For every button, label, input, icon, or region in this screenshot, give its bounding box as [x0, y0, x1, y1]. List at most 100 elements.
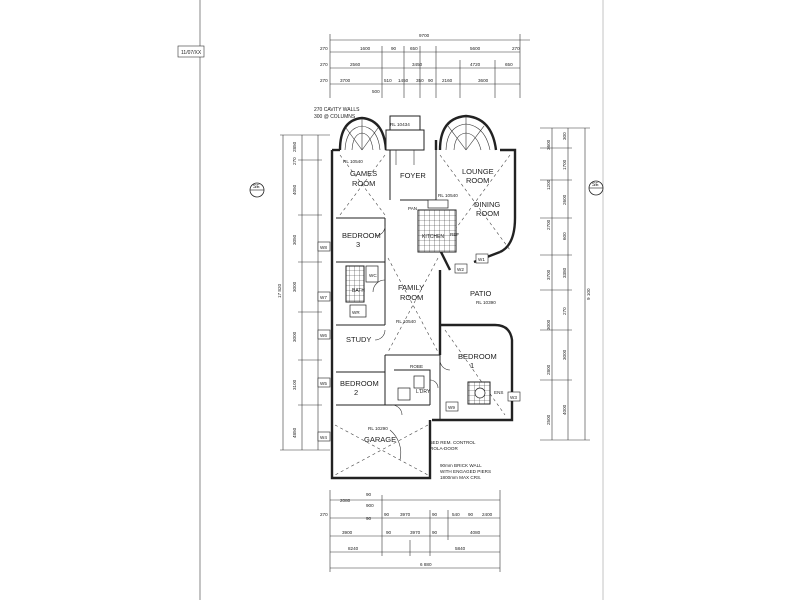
room-lounge-2: ROOM: [466, 176, 489, 185]
svg-text:500: 500: [372, 89, 380, 94]
wall-note-2: 300 @ COLUMNS: [314, 114, 356, 120]
svg-text:3050: 3050: [292, 234, 297, 245]
svg-text:2500: 2500: [546, 414, 551, 425]
svg-text:540: 540: [452, 512, 460, 517]
svg-text:3000: 3000: [546, 319, 551, 330]
svg-text:3000: 3000: [292, 281, 297, 292]
svg-text:90: 90: [428, 78, 434, 83]
svg-text:650: 650: [410, 46, 418, 51]
svg-text:90: 90: [386, 530, 392, 535]
room-bed2-2: 2: [354, 388, 358, 397]
level-family: RL 10540: [396, 319, 416, 324]
svg-text:4050: 4050: [292, 184, 297, 195]
fixture-pantry: PAN: [408, 206, 417, 211]
window-w3: W3: [510, 395, 517, 400]
svg-text:5ED REM. CONTROL: 5ED REM. CONTROL: [430, 440, 476, 445]
fixture-wr: WR: [352, 310, 360, 315]
svg-text:3450: 3450: [412, 62, 423, 67]
room-games-1: GAMES: [350, 169, 377, 178]
level-patio: RL 10390: [476, 300, 496, 305]
room-bed2-1: BEDROOM: [340, 379, 379, 388]
svg-text:4080: 4080: [470, 530, 481, 535]
svg-text:270: 270: [320, 62, 328, 67]
room-bed1-2: 1: [470, 361, 474, 370]
svg-text:3600: 3600: [478, 78, 489, 83]
room-lounge-1: LOUNGE: [462, 167, 494, 176]
window-w6: W6: [320, 333, 327, 338]
svg-text:650: 650: [505, 62, 513, 67]
svg-text:270: 270: [562, 307, 567, 315]
section-marker-right: SE: [588, 180, 604, 196]
room-patio: PATIO: [470, 289, 492, 298]
svg-text:300: 300: [562, 132, 567, 140]
svg-text:ROLA-DOOR: ROLA-DOOR: [430, 446, 459, 451]
svg-text:SE: SE: [592, 182, 599, 188]
svg-text:90: 90: [391, 46, 397, 51]
dim-top-total: 9700: [419, 33, 430, 38]
foyer-porch: RL 10434: [385, 115, 425, 165]
svg-text:3100: 3100: [292, 379, 297, 390]
svg-text:4850: 4850: [292, 427, 297, 438]
svg-text:90: 90: [432, 530, 438, 535]
svg-text:90mm BRICK WALL: 90mm BRICK WALL: [440, 463, 482, 468]
svg-text:2560: 2560: [350, 62, 361, 67]
room-garage: GARAGE: [364, 435, 396, 444]
svg-text:2400: 2400: [482, 512, 493, 517]
ensuite-area: ENS: [467, 381, 503, 405]
laundry-area: [397, 375, 425, 401]
wall-note-1: 270 CAVITY WALLS: [314, 107, 360, 113]
room-bed1-1: BEDROOM: [458, 352, 497, 361]
fixture-ref: REF: [450, 232, 459, 237]
fixture-wc: WC: [369, 273, 377, 278]
svg-text:900: 900: [366, 503, 374, 508]
svg-text:1450: 1450: [398, 78, 409, 83]
room-family-2: ROOM: [400, 293, 423, 302]
room-dining-2: ROOM: [476, 209, 499, 218]
svg-text:8240: 8240: [348, 546, 359, 551]
svg-text:1700: 1700: [562, 159, 567, 170]
fixture-ens: ENS: [494, 390, 503, 395]
window-w5: W5: [320, 381, 327, 386]
svg-text:3970: 3970: [410, 530, 421, 535]
room-family-1: FAMILY: [398, 283, 424, 292]
svg-text:270: 270: [512, 46, 520, 51]
window-tags: W8 W7 W6 W5 W4 W1 W2 W3 W9: [317, 241, 521, 442]
building-outline: [330, 140, 517, 480]
svg-text:270: 270: [320, 512, 328, 517]
svg-text:3600: 3600: [546, 139, 551, 150]
dim-right-overall: 9 100: [586, 288, 591, 300]
svg-text:2080: 2080: [340, 498, 351, 503]
room-foyer: FOYER: [400, 171, 426, 180]
svg-text:3000: 3000: [562, 349, 567, 360]
svg-text:2850: 2850: [292, 141, 297, 152]
kitchen-area: PAN REF RL 10540: [408, 193, 459, 253]
lounge-room-bay: [438, 114, 498, 151]
room-games-2: ROOM: [352, 179, 375, 188]
svg-text:90: 90: [366, 492, 372, 497]
svg-text:90: 90: [432, 512, 438, 517]
svg-text:2700: 2700: [546, 219, 551, 230]
section-marker-left: SE: [249, 182, 265, 198]
svg-text:4000: 4000: [562, 404, 567, 415]
room-kitchen: KITCHEN: [422, 234, 444, 240]
svg-text:90: 90: [366, 516, 372, 521]
dim-bottom-total: 6 880: [420, 562, 432, 567]
svg-text:350: 350: [416, 78, 424, 83]
level-kitchen: RL 10540: [438, 193, 458, 198]
svg-text:90: 90: [384, 512, 390, 517]
svg-text:1200: 1200: [546, 179, 551, 190]
svg-text:WITH ENGAGED PIERS: WITH ENGAGED PIERS: [440, 469, 491, 474]
stamp-box: [177, 45, 205, 58]
window-w2: W2: [457, 267, 464, 272]
top-dimensions: 9700 270 1600 90 650 5600 270 270 2560 3…: [320, 33, 530, 98]
window-w7: W7: [320, 295, 327, 300]
svg-text:270: 270: [320, 46, 328, 51]
svg-text:90: 90: [468, 512, 474, 517]
room-labels: GAMES ROOM RL 10540 FOYER LOUNGE ROOM DI…: [340, 159, 500, 444]
svg-text:600: 600: [562, 232, 567, 240]
stamp-text: 11/07/XX: [181, 50, 202, 56]
window-w4: W4: [320, 435, 327, 440]
room-bath: BATH: [352, 288, 365, 294]
games-room-bay: [338, 116, 388, 151]
